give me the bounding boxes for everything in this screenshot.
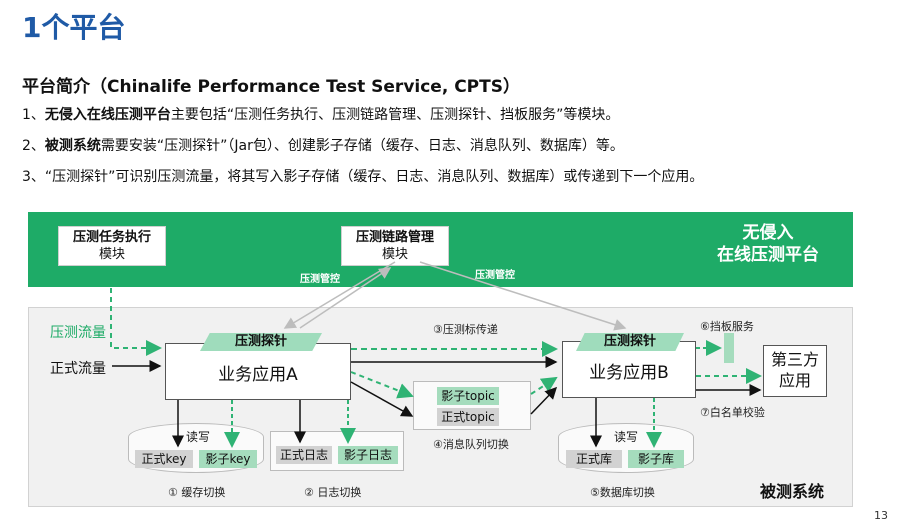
subtitle: 平台简介（Chinalife Performance Test Service,…: [22, 77, 520, 97]
desc-line-1-text: 主要包括“压测任务执行、压测链路管理、压测探针、挡板服务”等模块。: [170, 107, 620, 123]
system-title: 被测系统: [760, 482, 825, 501]
whitelist-label: ⑦白名单校验: [700, 406, 765, 419]
prod-traffic-label: 正式流量: [50, 361, 106, 377]
mq-caption: ④消息队列切换: [433, 438, 509, 451]
control-arrow-a: [283, 261, 396, 329]
app-a-box: 业务应用A: [165, 343, 351, 400]
mock-service-label: ⑥挡板服务: [700, 320, 754, 333]
a-to-mq-prod: [350, 381, 414, 417]
control-arrow-b: [419, 261, 627, 331]
log-prod: 正式日志: [276, 446, 332, 464]
third-party-app: 第三方 应用: [763, 345, 827, 397]
task-module-subtitle: 模块: [98, 247, 125, 262]
platform-title-line-1: 无侵入: [742, 223, 794, 243]
app-b-label: 业务应用B: [589, 363, 669, 383]
link-module-title: 压测链路管理: [355, 230, 434, 245]
mq-prod-topic: 正式topic: [437, 408, 499, 426]
probe-b: 压测探针: [576, 333, 684, 351]
desc-line-1-prefix: 1、: [22, 107, 45, 123]
desc-line-1-bold: 无侵入在线压测平台: [44, 107, 171, 123]
test-traffic-arrow: [110, 288, 162, 356]
control-label-right: 压测管控: [475, 270, 515, 281]
cache-shadow-key: 影子key: [199, 450, 257, 468]
desc-line-3-prefix: 3、: [22, 169, 45, 185]
page-number: 13: [874, 509, 888, 522]
cache-caption: ① 缓存切换: [168, 486, 226, 499]
desc-line-2-prefix: 2、: [22, 138, 45, 154]
database-caption: ⑤数据库切换: [590, 486, 655, 499]
test-flag-pass-label: ③压测标传递: [433, 323, 498, 336]
mock-service-bar: [724, 333, 734, 363]
desc-line-1: 1、无侵入在线压测平台主要包括“压测任务执行、压测链路管理、压测探针、挡板服务”…: [22, 104, 619, 124]
control-arrow-link-up: [299, 267, 392, 329]
a-to-mq-shadow: [350, 371, 414, 399]
mq-to-b-shadow: [530, 376, 558, 395]
app-a-label: 业务应用A: [218, 365, 298, 385]
third-party-line-1: 第三方: [770, 350, 819, 369]
test-traffic-label: 压测流量: [50, 325, 106, 341]
database-shadow: 影子库: [628, 450, 684, 468]
platform-title-line-2: 在线压测平台: [717, 245, 819, 265]
cache-prod-key: 正式key: [135, 450, 193, 468]
log-caption: ② 日志切换: [304, 486, 362, 499]
control-label-left: 压测管控: [300, 274, 340, 285]
link-module-subtitle: 模块: [381, 247, 408, 262]
desc-line-3: 3、“压测探针”可识别压测流量，将其写入影子存储（缓存、日志、消息队列、数据库）…: [22, 166, 703, 186]
desc-line-2: 2、被测系统需要安装“压测探针”（Jar包）、创建影子存储（缓存、日志、消息队列…: [22, 135, 624, 155]
desc-line-2-text: 需要安装“压测探针”（Jar包）、创建影子存储（缓存、日志、消息队列、数据库）等…: [100, 138, 624, 154]
task-module-title: 压测任务执行: [72, 230, 151, 245]
mq-to-b-prod: [530, 386, 558, 415]
task-execution-module: 压测任务执行 模块: [58, 226, 166, 266]
database-read-write: 读写: [614, 430, 639, 444]
probe-a: 压测探针: [200, 333, 322, 351]
desc-line-2-bold: 被测系统: [44, 138, 101, 154]
cache-read-write: 读写: [186, 430, 211, 444]
third-party-line-2: 应用: [778, 371, 811, 390]
platform-title: 无侵入 在线压测平台: [693, 222, 843, 266]
mq-shadow-topic: 影子topic: [437, 387, 499, 405]
link-management-module: 压测链路管理 模块: [341, 226, 449, 266]
desc-line-3-text: “压测探针”可识别压测流量，将其写入影子存储（缓存、日志、消息队列、数据库）或传…: [44, 169, 704, 185]
slide-title: 1个平台: [22, 11, 126, 44]
log-shadow: 影子日志: [338, 446, 398, 464]
database-prod: 正式库: [566, 450, 622, 468]
